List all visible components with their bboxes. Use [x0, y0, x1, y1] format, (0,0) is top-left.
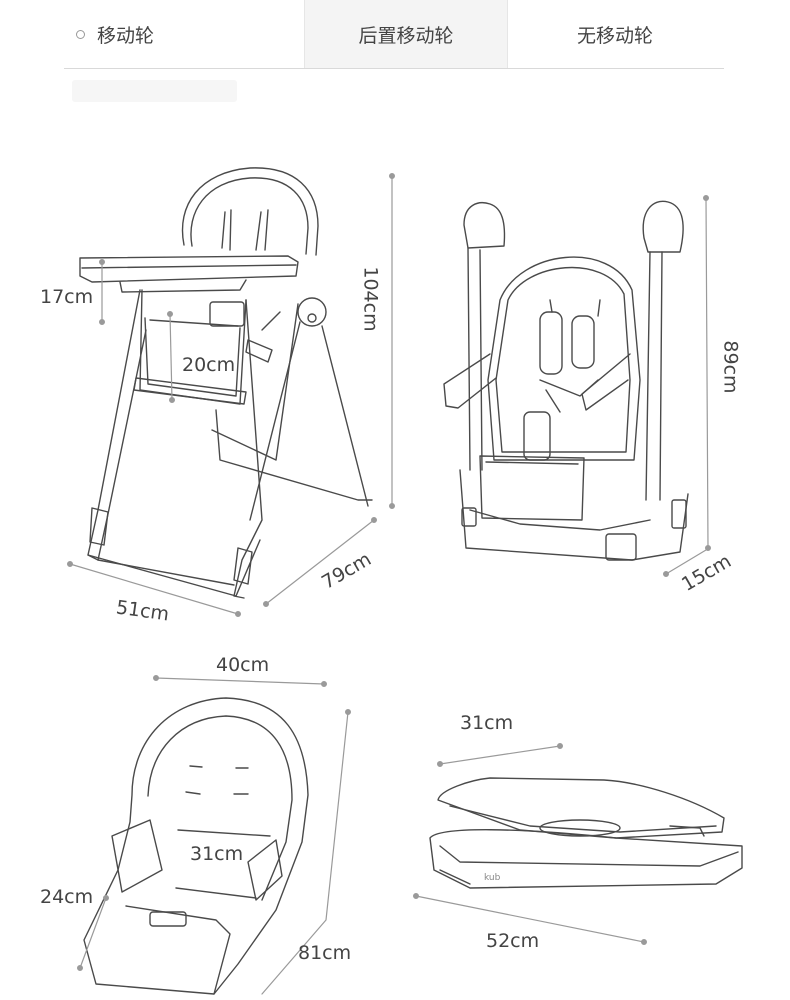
dim-label-cushion-inner-width: 31cm	[190, 843, 244, 865]
dim-label-cushion-seat: 24cm	[40, 886, 94, 908]
tab-bar: 移动轮 后置移动轮 无移动轮	[64, 0, 724, 69]
dim-label-tray-depth: 31cm	[460, 712, 514, 734]
faded-heading	[72, 80, 237, 102]
dim-label-tray-width: 52cm	[486, 930, 540, 952]
high-chair-folded-drawing	[443, 200, 689, 561]
tab-label: 无移动轮	[576, 24, 653, 47]
radio-dot-icon	[76, 29, 85, 39]
high-chair-open-drawing	[79, 167, 373, 599]
tab-label: 移动轮	[97, 24, 155, 47]
dimension-lines	[66, 173, 711, 995]
tab-label: 后置移动轮	[358, 24, 454, 47]
dim-label-tray-height: 17cm	[40, 286, 94, 308]
tray-drawing	[429, 777, 743, 889]
dim-label-seat-depth: 20cm	[182, 354, 236, 376]
tab-mobile-wheels[interactable]: 移动轮	[64, 0, 304, 68]
tab-no-wheels[interactable]: 无移动轮	[506, 0, 724, 68]
tray-brand-text: kub	[484, 873, 501, 883]
dim-label-cushion-width: 40cm	[216, 654, 270, 676]
tab-rear-wheels[interactable]: 后置移动轮	[304, 0, 508, 68]
dim-label-cushion-length: 81cm	[298, 942, 352, 964]
dim-label-folded-height: 89cm	[719, 340, 742, 394]
seat-cushion-drawing	[83, 697, 309, 995]
dim-label-chair-height: 104cm	[359, 266, 382, 332]
